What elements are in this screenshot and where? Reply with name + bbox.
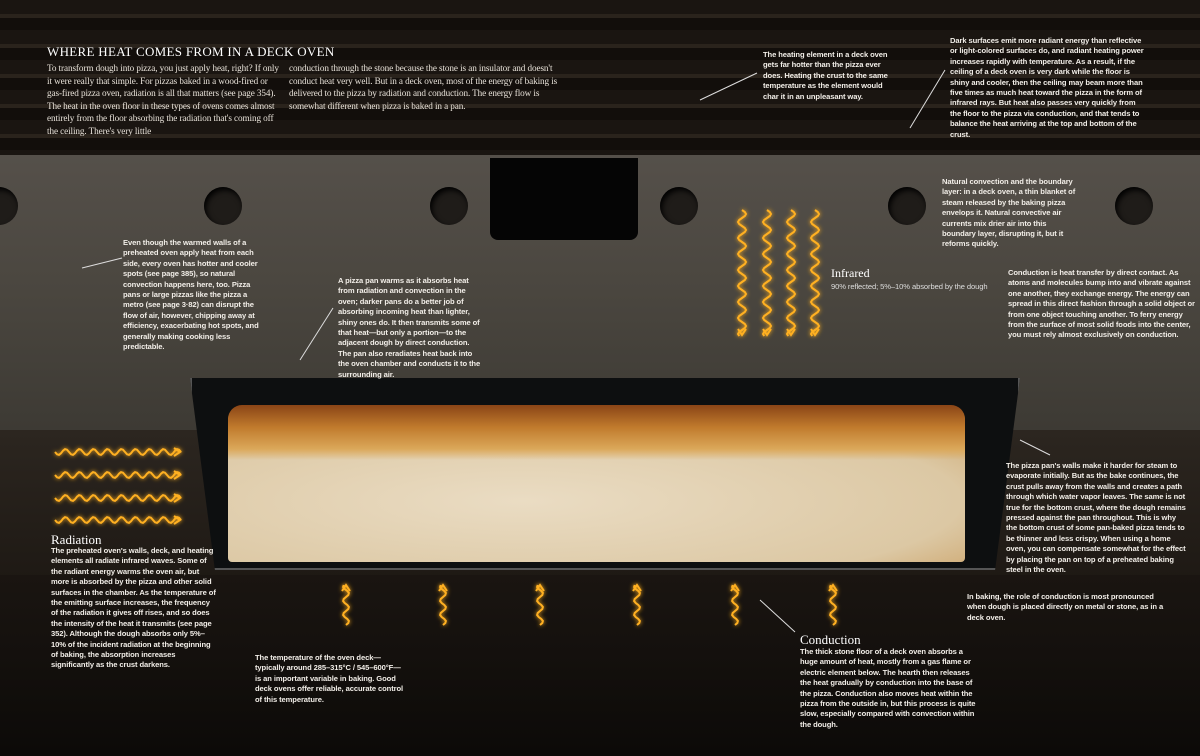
intro-col2: conduction through the stone because the… — [289, 63, 558, 111]
infrared-wave-arrow — [736, 209, 748, 337]
wall-hole — [0, 187, 18, 225]
infrared-heading: Infrared — [831, 266, 870, 280]
note-pizza-pan: A pizza pan warms as it absorbs heat fro… — [338, 276, 481, 379]
oven-deck — [0, 575, 1200, 756]
infrared-wave-arrow — [785, 209, 797, 337]
radiation-wave-arrow — [54, 515, 182, 525]
arrowhead-icon — [810, 328, 820, 337]
arrowhead-icon — [737, 328, 747, 337]
radiation-wave-arrow — [54, 470, 182, 480]
note-role-conduction: In baking, the role of conduction is mos… — [967, 592, 1164, 622]
arrowhead-icon — [828, 583, 838, 592]
wall-hole — [430, 187, 468, 225]
conduction-wave-arrow — [438, 584, 448, 626]
conduction-wave-arrow — [828, 584, 838, 626]
leader-line — [299, 307, 334, 361]
note-natural-convection: Natural convection and the boundary laye… — [942, 177, 1076, 249]
wall-hole — [204, 187, 242, 225]
leader-line — [81, 257, 123, 269]
radiation-wave-arrow — [54, 447, 182, 457]
arrowhead-icon — [173, 447, 182, 457]
arrowhead-icon — [730, 583, 740, 592]
leader-line — [909, 69, 946, 129]
radiation-body: The preheated oven's walls, deck, and he… — [51, 546, 216, 670]
oven-ceiling-racks — [0, 0, 1200, 158]
leader-line — [1019, 439, 1051, 456]
arrowhead-icon — [341, 583, 351, 592]
conduction-body: The thick stone floor of a deck oven abs… — [800, 647, 976, 729]
arrowhead-icon — [762, 328, 772, 337]
conduction-wave-arrow — [535, 584, 545, 626]
leader-lines — [81, 69, 1051, 633]
radiation-wave-arrow — [54, 493, 182, 503]
arrowhead-icon — [786, 328, 796, 337]
pizza-cheese-crust — [228, 405, 965, 460]
conduction-wave-arrow — [632, 584, 642, 626]
arrowhead-icon — [173, 470, 182, 480]
note-warmed-walls: Even though the warmed walls of a prehea… — [123, 238, 259, 352]
oven-vent — [490, 158, 638, 240]
note-pan-walls: The pizza pan's walls make it harder for… — [1006, 461, 1186, 575]
conduction-wave-arrow — [341, 584, 351, 626]
radiation-heading: Radiation — [51, 532, 102, 547]
note-conduction-definition: Conduction is heat transfer by direct co… — [1008, 268, 1195, 340]
intro-col1: To transform dough into pizza, you just … — [47, 63, 279, 136]
conduction-wave-arrow — [730, 584, 740, 626]
note-deck-temperature: The temperature of the oven deck—typical… — [255, 653, 404, 704]
infrared-wave-arrow — [809, 209, 821, 337]
leader-line — [699, 72, 758, 101]
wall-hole — [1115, 187, 1153, 225]
page-title: WHERE HEAT COMES FROM IN A DECK OVEN — [47, 44, 335, 59]
wall-hole — [660, 187, 698, 225]
note-dark-surfaces: Dark surfaces emit more radiant energy t… — [950, 36, 1144, 139]
arrowhead-icon — [438, 583, 448, 592]
leader-line — [759, 599, 796, 633]
wall-hole — [888, 187, 926, 225]
arrowhead-icon — [535, 583, 545, 592]
arrowhead-icon — [173, 493, 182, 503]
conduction-heading: Conduction — [800, 632, 861, 647]
infrared-subtitle: 90% reflected; 5%–10% absorbed by the do… — [831, 282, 988, 291]
arrowhead-icon — [632, 583, 642, 592]
arrowhead-icon — [173, 515, 182, 525]
note-heating-element: The heating element in a deck oven gets … — [763, 50, 888, 101]
infrared-wave-arrow — [761, 209, 773, 337]
